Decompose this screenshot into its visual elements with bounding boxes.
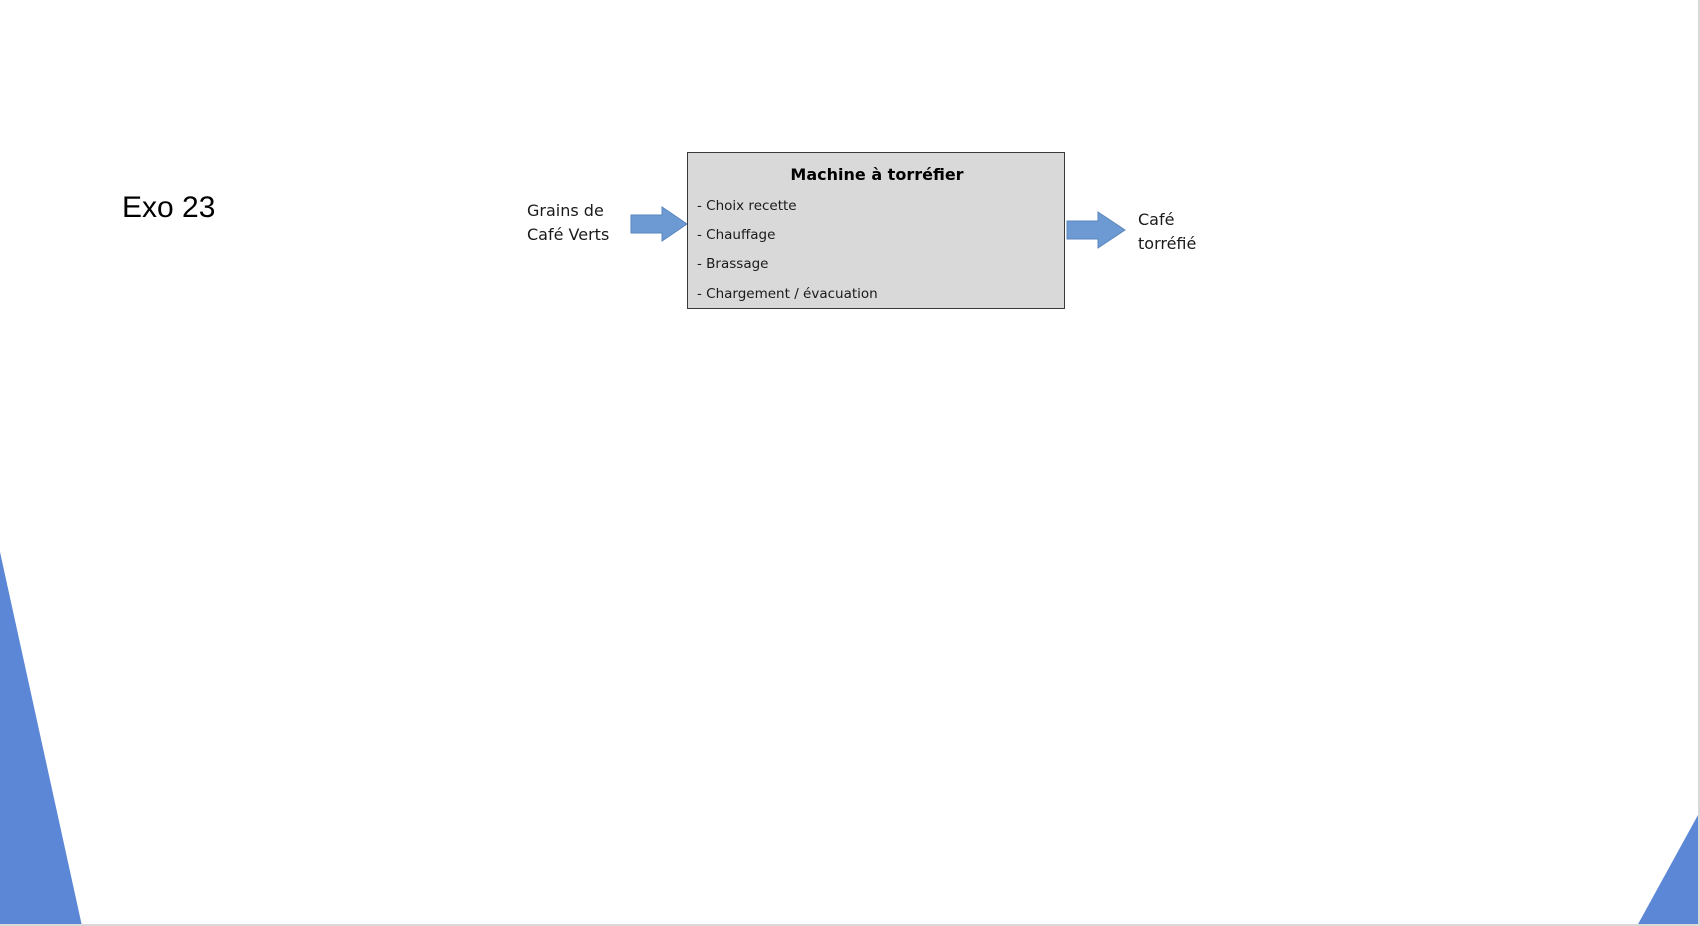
machine-step-chauffage: - Chauffage: [697, 227, 776, 243]
machine-title: Machine à torréfier: [790, 165, 964, 184]
machine-step-brassage: - Brassage: [697, 256, 769, 272]
input-label-line2: Café Verts: [527, 225, 610, 244]
input-label: Grains de Café Verts: [527, 199, 609, 247]
machine-step-chargement: - Chargement / évacuation: [697, 286, 878, 302]
slide-bottom-border: [0, 924, 1700, 926]
output-arrow: [1066, 211, 1126, 249]
output-label-line2: torréfié: [1138, 234, 1197, 253]
left-corner-triangle: [0, 552, 82, 926]
slide-right-border: [1698, 0, 1700, 926]
slide-title: Exo 23: [122, 191, 216, 224]
output-label: Café torréfié: [1138, 208, 1196, 256]
right-corner-triangle: [1637, 815, 1698, 926]
output-label-line1: Café: [1138, 210, 1175, 229]
machine-step-choix-recette: - Choix recette: [697, 198, 797, 214]
input-arrow: [630, 206, 688, 242]
input-label-line1: Grains de: [527, 201, 604, 220]
machine-box: Machine à torréfier - Choix recette - Ch…: [687, 152, 1065, 309]
